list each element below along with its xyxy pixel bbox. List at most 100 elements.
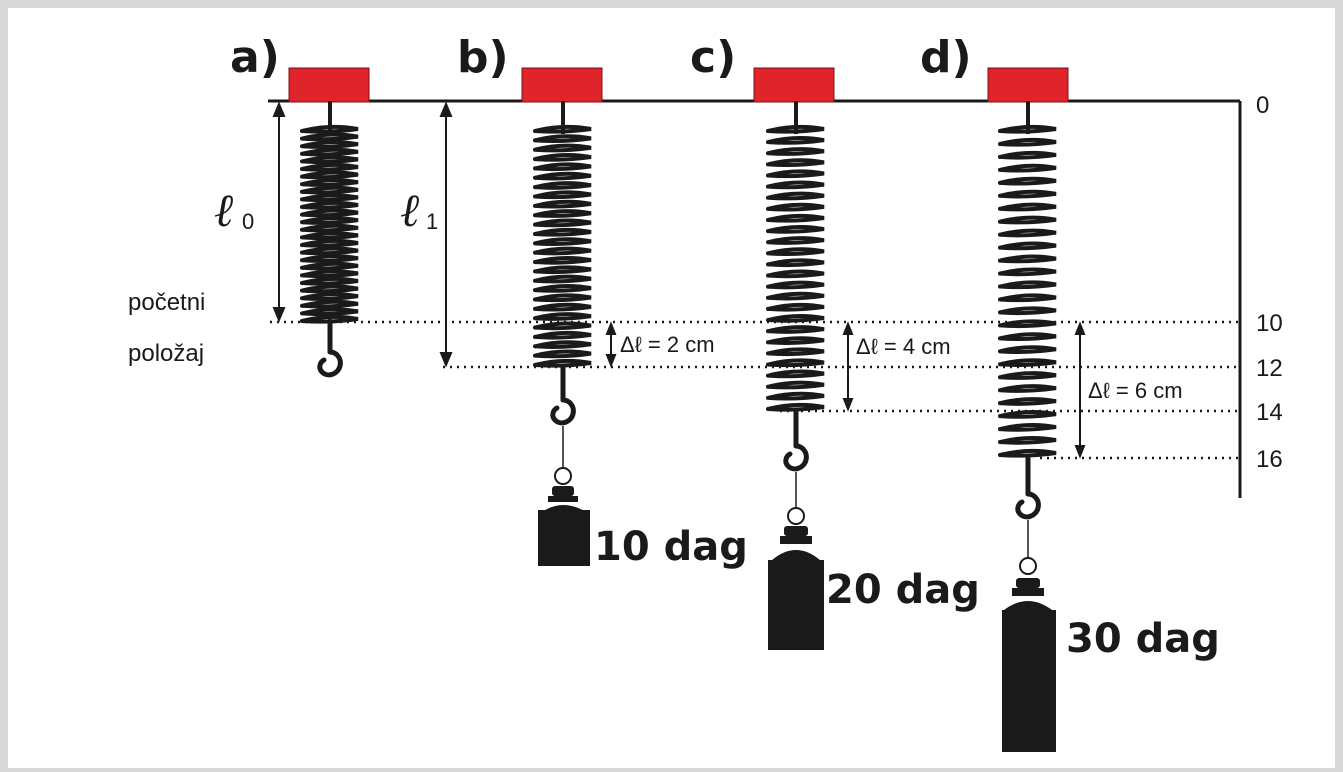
spring-a-coil — [300, 254, 359, 263]
spring-d-coil — [998, 319, 1057, 329]
spring-c-coil — [766, 136, 825, 145]
spring-b-coil — [533, 358, 592, 368]
spring-b-coil — [533, 153, 592, 162]
length-arrow-l0 — [272, 101, 286, 323]
spring-b-coil — [533, 349, 592, 359]
delta-label-d: Δℓ = 6 cm — [1088, 378, 1183, 403]
spring-c-coil — [766, 147, 825, 156]
scale-tick-0: 0 — [1256, 92, 1269, 119]
spring-a-coil — [300, 284, 359, 294]
spring-d-coil — [998, 423, 1057, 432]
spring-a-coil — [300, 299, 359, 309]
spring-b-coil — [533, 284, 592, 293]
hook-a — [317, 318, 343, 378]
weight-d — [1002, 520, 1056, 752]
length-arrow-l1 — [439, 101, 453, 368]
spring-b-coil — [533, 143, 592, 153]
initial-position-line1: početni — [128, 289, 205, 316]
support-c — [753, 67, 835, 103]
panel-label-a: a) — [230, 32, 280, 83]
spring-d-coil — [998, 215, 1057, 225]
spring-c-coil — [766, 280, 825, 290]
spring-a-coil — [300, 269, 359, 279]
delta-arrow-d — [1074, 321, 1086, 459]
spring-a — [300, 101, 359, 324]
spring-d-coil — [998, 384, 1057, 393]
delta-arrow-b — [605, 321, 617, 368]
spring-d-coil — [998, 435, 1057, 445]
spring-c-coil — [766, 302, 825, 312]
spring-c-coil — [766, 202, 825, 212]
spring-a-coil — [300, 231, 359, 241]
scale-tick-12: 12 — [1256, 355, 1283, 382]
spring-b-coil — [533, 293, 592, 303]
spring-c-coil — [766, 325, 825, 334]
scale-tick-14: 14 — [1256, 399, 1283, 426]
spring-c-coil — [766, 380, 825, 390]
spring-d-coil — [998, 163, 1057, 173]
spring-c-coil — [766, 313, 825, 323]
spring-c-coil — [766, 269, 825, 279]
spring-c — [766, 101, 825, 412]
spring-b-coil — [533, 134, 592, 144]
spring-c-coil — [766, 169, 825, 179]
delta-label-c: Δℓ = 4 cm — [856, 334, 951, 359]
spring-d-coil — [998, 137, 1057, 147]
spring-b-coil — [533, 209, 592, 218]
spring-d — [998, 101, 1057, 458]
spring-b-coil — [533, 330, 592, 340]
scale-tick-16: 16 — [1256, 446, 1283, 473]
spring-c-coil — [766, 180, 825, 190]
spring-a-coil — [300, 261, 359, 271]
spring-a-coil — [300, 223, 359, 233]
spring-b-coil — [533, 340, 592, 349]
spring-a-coil — [300, 162, 359, 172]
mass-label-d: 30 dag — [1066, 616, 1220, 662]
spring-d-coil — [998, 371, 1057, 380]
length-subscript-l0: 0 — [242, 209, 254, 234]
spring-c-coil — [766, 391, 825, 401]
initial-position-line2: položaj — [128, 340, 204, 367]
spring-a-coil — [300, 200, 359, 210]
spring-d-coil — [998, 358, 1057, 367]
mass-label-b: 10 dag — [594, 524, 748, 570]
spring-a-coil — [300, 246, 359, 256]
spring-c-coil — [766, 369, 825, 379]
spring-d-coil — [998, 254, 1057, 264]
spring-b-coil — [533, 274, 592, 284]
spring-a-coil — [300, 238, 359, 248]
support-a — [288, 67, 370, 103]
spring-c-coil — [766, 291, 825, 301]
length-symbol-l0: ℓ — [214, 183, 234, 237]
spring-c-coil — [766, 258, 825, 268]
spring-a-coil — [300, 124, 359, 134]
spring-c-coil — [766, 191, 825, 201]
spring-b-coil — [533, 302, 592, 312]
spring-c-coil — [766, 347, 825, 357]
spring-a-coil — [300, 276, 359, 286]
spring-d-coil — [998, 293, 1057, 303]
spring-c-coil — [766, 158, 825, 168]
diagram-background — [8, 8, 1335, 768]
spring-d-coil — [998, 332, 1057, 342]
length-symbol-l1: ℓ — [400, 183, 420, 237]
spring-d-coil — [998, 280, 1057, 290]
delta-label-b: Δℓ = 2 cm — [620, 332, 715, 357]
spring-d-coil — [998, 176, 1057, 186]
spring-a-coil — [300, 292, 359, 301]
spring-c-coil — [766, 247, 825, 256]
spring-a-coil — [300, 147, 359, 157]
spring-b-coil — [533, 181, 592, 190]
spring-b-coil — [533, 265, 592, 275]
spring-c-coil — [766, 236, 825, 245]
spring-d-coil — [998, 150, 1057, 160]
delta-arrow-c — [842, 321, 854, 412]
spring-b-coil — [533, 321, 592, 331]
spring-d-coil — [998, 189, 1057, 199]
spring-a-coil — [300, 155, 359, 165]
spring-b-coil — [533, 162, 592, 172]
spring-a-coil — [300, 178, 359, 187]
spring-a-coil — [300, 193, 359, 203]
panel-label-b: b) — [457, 32, 509, 83]
spring-a-coil — [300, 140, 359, 149]
